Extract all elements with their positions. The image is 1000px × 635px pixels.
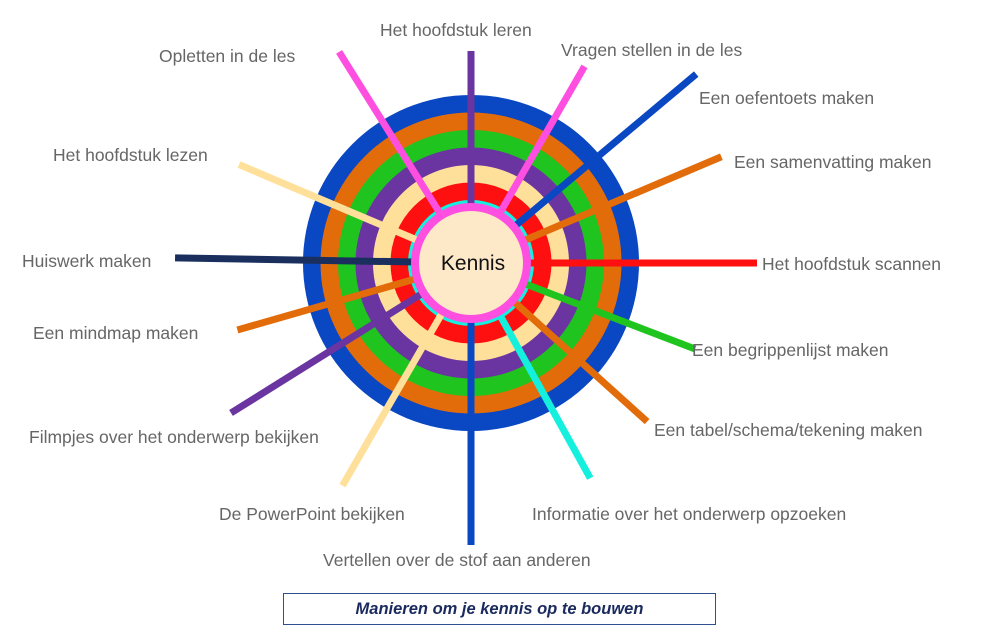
label-mindmap: Een mindmap maken bbox=[33, 323, 199, 343]
label-opletten: Opletten in de les bbox=[159, 46, 296, 66]
spoke-3 bbox=[499, 71, 699, 240]
spoke-7 bbox=[498, 287, 650, 425]
label-tabel-schema: Een tabel/schema/tekening maken bbox=[654, 420, 923, 440]
label-samenvatting: Een samenvatting maken bbox=[734, 152, 932, 172]
label-vertellen: Vertellen over de stof aan anderen bbox=[323, 550, 591, 570]
caption-text: Manieren om je kennis op te bouwen bbox=[355, 599, 644, 618]
spoke-14 bbox=[237, 161, 436, 251]
label-hoofdstuk-lezen: Het hoofdstuk lezen bbox=[53, 145, 208, 165]
spoke-12 bbox=[236, 270, 434, 334]
center-disc bbox=[411, 203, 531, 323]
spoke-13 bbox=[174, 254, 432, 266]
spoke-4 bbox=[506, 153, 723, 251]
label-begrippenlijst: Een begrippenlijst maken bbox=[692, 340, 889, 360]
label-filmpjes: Filmpjes over het onderwerp bekijken bbox=[29, 427, 319, 447]
label-huiswerk: Huiswerk maken bbox=[22, 251, 152, 271]
spoke-8 bbox=[487, 296, 594, 480]
spoke-15 bbox=[336, 49, 453, 231]
spokes bbox=[174, 49, 757, 545]
label-powerpoint: De PowerPoint bekijken bbox=[219, 504, 405, 524]
label-informatie-opzoeken: Informatie over het onderwerp opzoeken bbox=[532, 504, 847, 524]
label-hoofdstuk-leren: Het hoofdstuk leren bbox=[380, 20, 532, 40]
spoke-6 bbox=[507, 274, 697, 353]
center-label: Kennis bbox=[440, 252, 506, 275]
label-oefentoets: Een oefentoets maken bbox=[699, 88, 875, 108]
spoke-10 bbox=[339, 295, 455, 488]
label-vragen-stellen: Vragen stellen in de les bbox=[561, 40, 743, 60]
spoke-2 bbox=[487, 64, 588, 231]
caption-box: Manieren om je kennis op te bouwen bbox=[283, 593, 716, 625]
spoke-11 bbox=[229, 281, 439, 416]
label-hoofdstuk-scannen: Het hoofdstuk scannen bbox=[762, 254, 942, 274]
